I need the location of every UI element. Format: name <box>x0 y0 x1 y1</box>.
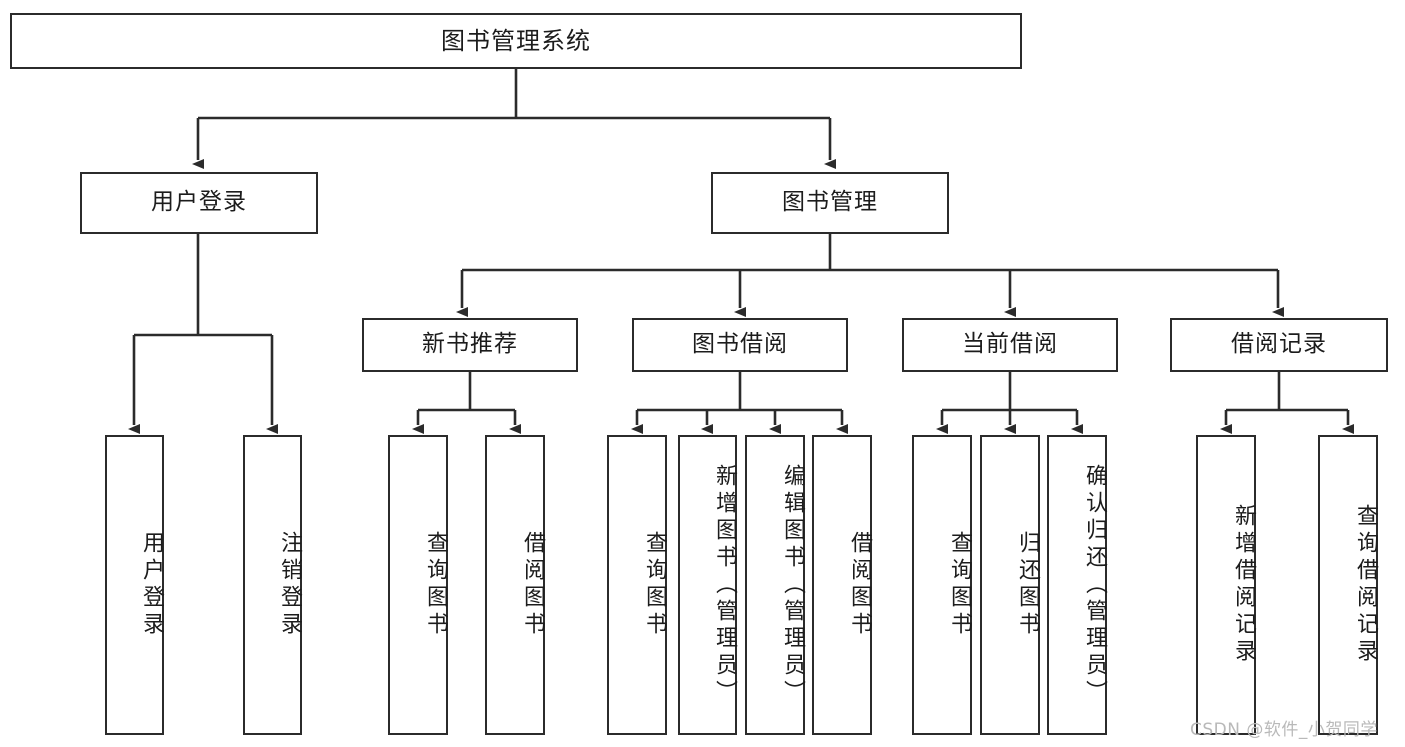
leaf-borrow-record-query[interactable]: 查询借阅记录 <box>1318 435 1378 735</box>
leaf-new-book-query[interactable]: 查询图书 <box>388 435 448 735</box>
leaf-borrow-record-add[interactable]: 新增借阅记录 <box>1196 435 1256 735</box>
leaf-current-borrow-confirm-return[interactable]: 确认归还（管理员） <box>1047 435 1107 735</box>
leaf-book-borrow-add[interactable]: 新增图书（管理员） <box>678 435 737 735</box>
node-book-management[interactable]: 图书管理 <box>711 172 949 234</box>
leaf-book-borrow-edit[interactable]: 编辑图书（管理员） <box>745 435 805 735</box>
leaf-book-borrow-borrow[interactable]: 借阅图书 <box>812 435 872 735</box>
node-new-book-recommend[interactable]: 新书推荐 <box>362 318 578 372</box>
node-current-borrow[interactable]: 当前借阅 <box>902 318 1118 372</box>
node-root-system[interactable]: 图书管理系统 <box>10 13 1022 69</box>
leaf-current-borrow-return[interactable]: 归还图书 <box>980 435 1040 735</box>
leaf-book-borrow-query[interactable]: 查询图书 <box>607 435 667 735</box>
node-user-login[interactable]: 用户登录 <box>80 172 318 234</box>
node-borrow-record[interactable]: 借阅记录 <box>1170 318 1388 372</box>
leaf-user-login-logout[interactable]: 注销登录 <box>243 435 302 735</box>
leaf-current-borrow-query[interactable]: 查询图书 <box>912 435 972 735</box>
leaf-new-book-borrow[interactable]: 借阅图书 <box>485 435 545 735</box>
node-book-borrow[interactable]: 图书借阅 <box>632 318 848 372</box>
csdn-watermark: CSDN @软件_小贺同学 <box>1190 720 1378 740</box>
leaf-user-login-login[interactable]: 用户登录 <box>105 435 164 735</box>
